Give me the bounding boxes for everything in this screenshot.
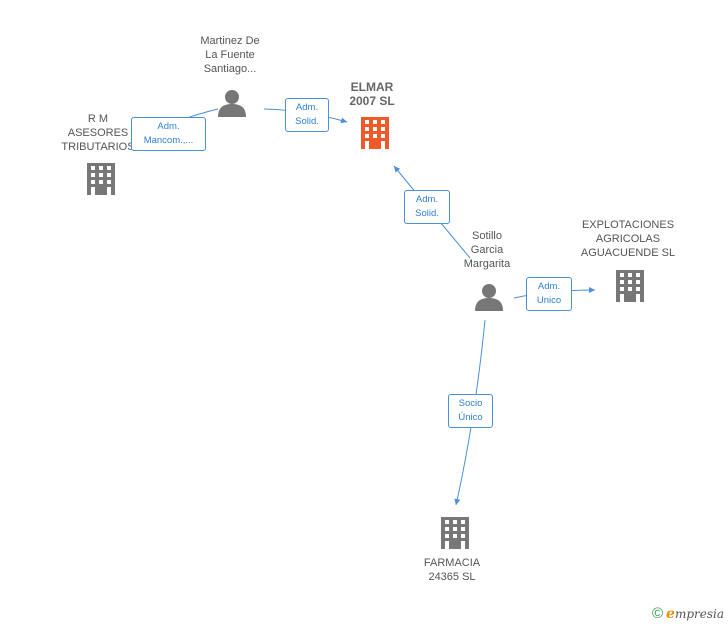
empresia-logo: © empresia [652,605,724,622]
node-label-rm[interactable]: R M ASESORES TRIBUTARIOS [61,113,135,153]
company-icon-explotaciones[interactable] [616,270,644,302]
person-icon-sotillo[interactable] [475,284,503,311]
brand-name: empresia [666,605,724,622]
edge-label-martinez-rm: Adm. Mancom.,... [131,117,206,151]
copyright-icon: © [651,605,664,622]
company-icon-farmacia[interactable] [441,517,469,549]
company-icon-rm[interactable] [87,163,115,195]
node-label-elmar[interactable]: ELMAR 2007 SL [349,80,395,108]
node-label-sotillo[interactable]: Sotillo Garcia Margarita [463,230,511,270]
edge-label-sotillo-farmacia: Socio Único [448,394,493,428]
node-label-farmacia[interactable]: FARMACIA 24365 SL [423,557,481,583]
node-label-martinez[interactable]: Martinez De La Fuente Santiago... [200,35,260,75]
edge-label-martinez-elmar: Adm. Solid. [285,98,329,132]
edge-label-sotillo-elmar: Adm. Solid. [404,190,450,224]
person-icon-martinez[interactable] [218,90,246,117]
main-company-icon[interactable] [361,117,389,149]
edge-label-sotillo-explotaciones: Adm. Unico [526,277,572,311]
node-label-explotaciones[interactable]: EXPLOTACIONES AGRICOLAS AGUACUENDE SL [580,219,676,259]
